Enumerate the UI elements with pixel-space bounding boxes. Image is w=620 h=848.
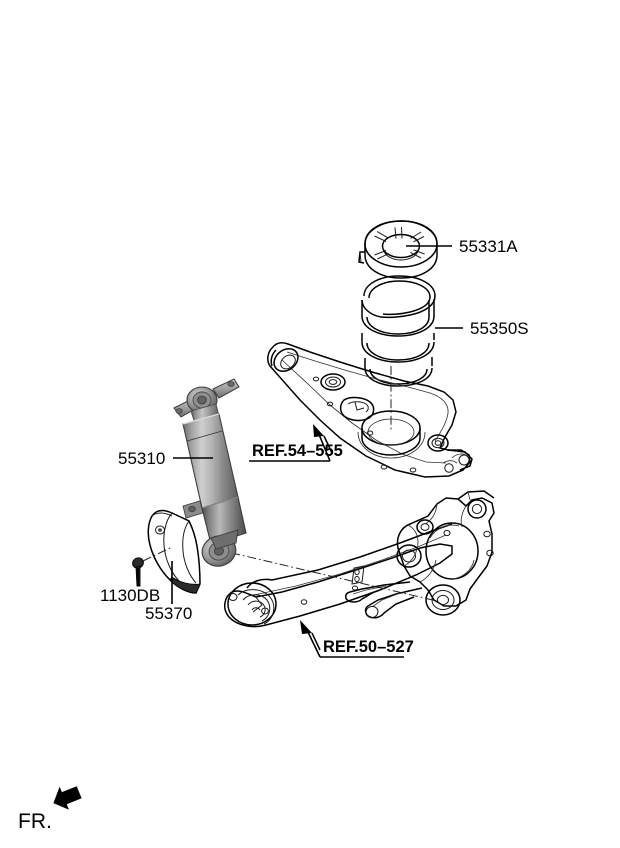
part-shock-absorber-55310 xyxy=(173,378,247,567)
label-part-55331A: 55331A xyxy=(459,237,518,256)
leader-ref-50-527 xyxy=(306,629,321,658)
part-spring-pad-55331A xyxy=(358,220,438,279)
label-part-55370: 55370 xyxy=(145,604,192,623)
label-fr: FR. xyxy=(18,810,52,833)
label-part-55310: 55310 xyxy=(118,449,165,468)
label-part-55350S: 55350S xyxy=(470,319,529,338)
front-direction-arrow-icon xyxy=(53,786,82,810)
label-ref-50-527: REF.50–527 xyxy=(323,638,414,656)
front-direction-marker: FR. xyxy=(18,786,82,833)
arrowhead-ref-50-527 xyxy=(300,620,312,634)
shock-lower-to-knuckle-centerline xyxy=(214,548,438,602)
leader-ref-54-555 xyxy=(317,431,331,462)
label-part-1130DB: 1130DB xyxy=(100,586,160,605)
part-coil-spring-55350S xyxy=(361,275,436,387)
label-ref-54-555: REF.54–555 xyxy=(252,442,343,460)
arrowhead-ref-54-555 xyxy=(313,424,324,437)
bolt-to-cover-centerline xyxy=(142,546,173,562)
leader-ref-50-527-b xyxy=(311,632,321,651)
part-dust-cover-55370 xyxy=(147,509,201,594)
leader-ref-54-555-b xyxy=(323,435,333,454)
part-trailing-arm-knuckle xyxy=(224,490,495,628)
part-lower-control-arm xyxy=(267,342,473,478)
